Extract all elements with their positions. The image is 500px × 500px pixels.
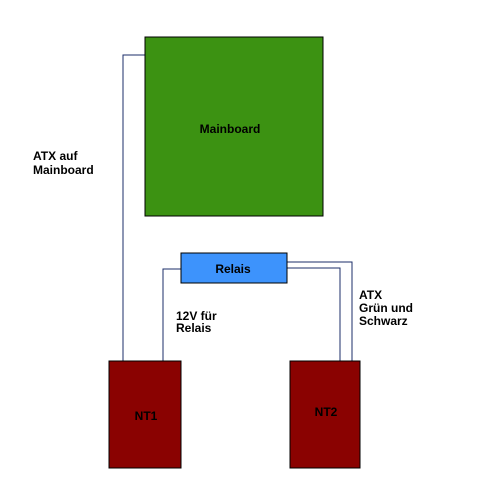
wire-12v-relais <box>162 268 181 361</box>
nt1-box <box>108 360 182 469</box>
nt1-label: NT1 <box>135 409 158 423</box>
relais-box <box>180 252 288 284</box>
nt1-block: NT1 <box>108 360 182 469</box>
label-12v-relais: 12V für Relais <box>176 309 220 335</box>
wires <box>122 54 353 361</box>
label-12v-relais-line-1: 12V für <box>176 309 217 323</box>
nt2-box <box>289 360 361 469</box>
wire-atx-black <box>287 261 353 361</box>
label-atx-green-black-line-1: ATX <box>359 288 382 302</box>
mainboard-block: Mainboard <box>144 36 324 217</box>
nt2-block: NT2 <box>289 360 361 469</box>
label-atx-mainboard-line-1: ATX auf <box>33 149 78 163</box>
wire-atx-mainboard <box>122 54 145 361</box>
relais-block: Relais <box>180 252 288 284</box>
wire-atx-green <box>287 267 341 361</box>
label-atx-green-black: ATX Grün und Schwarz <box>359 288 416 328</box>
mainboard-label: Mainboard <box>200 122 261 136</box>
label-atx-green-black-line-2: Grün und <box>359 301 413 315</box>
label-atx-mainboard-line-2: Mainboard <box>33 163 94 177</box>
mainboard-box <box>144 36 324 217</box>
label-atx-mainboard: ATX auf Mainboard <box>33 149 94 177</box>
label-atx-green-black-line-3: Schwarz <box>359 314 408 328</box>
relais-label: Relais <box>215 262 251 276</box>
label-12v-relais-line-2: Relais <box>176 321 212 335</box>
nt2-label: NT2 <box>315 405 338 419</box>
